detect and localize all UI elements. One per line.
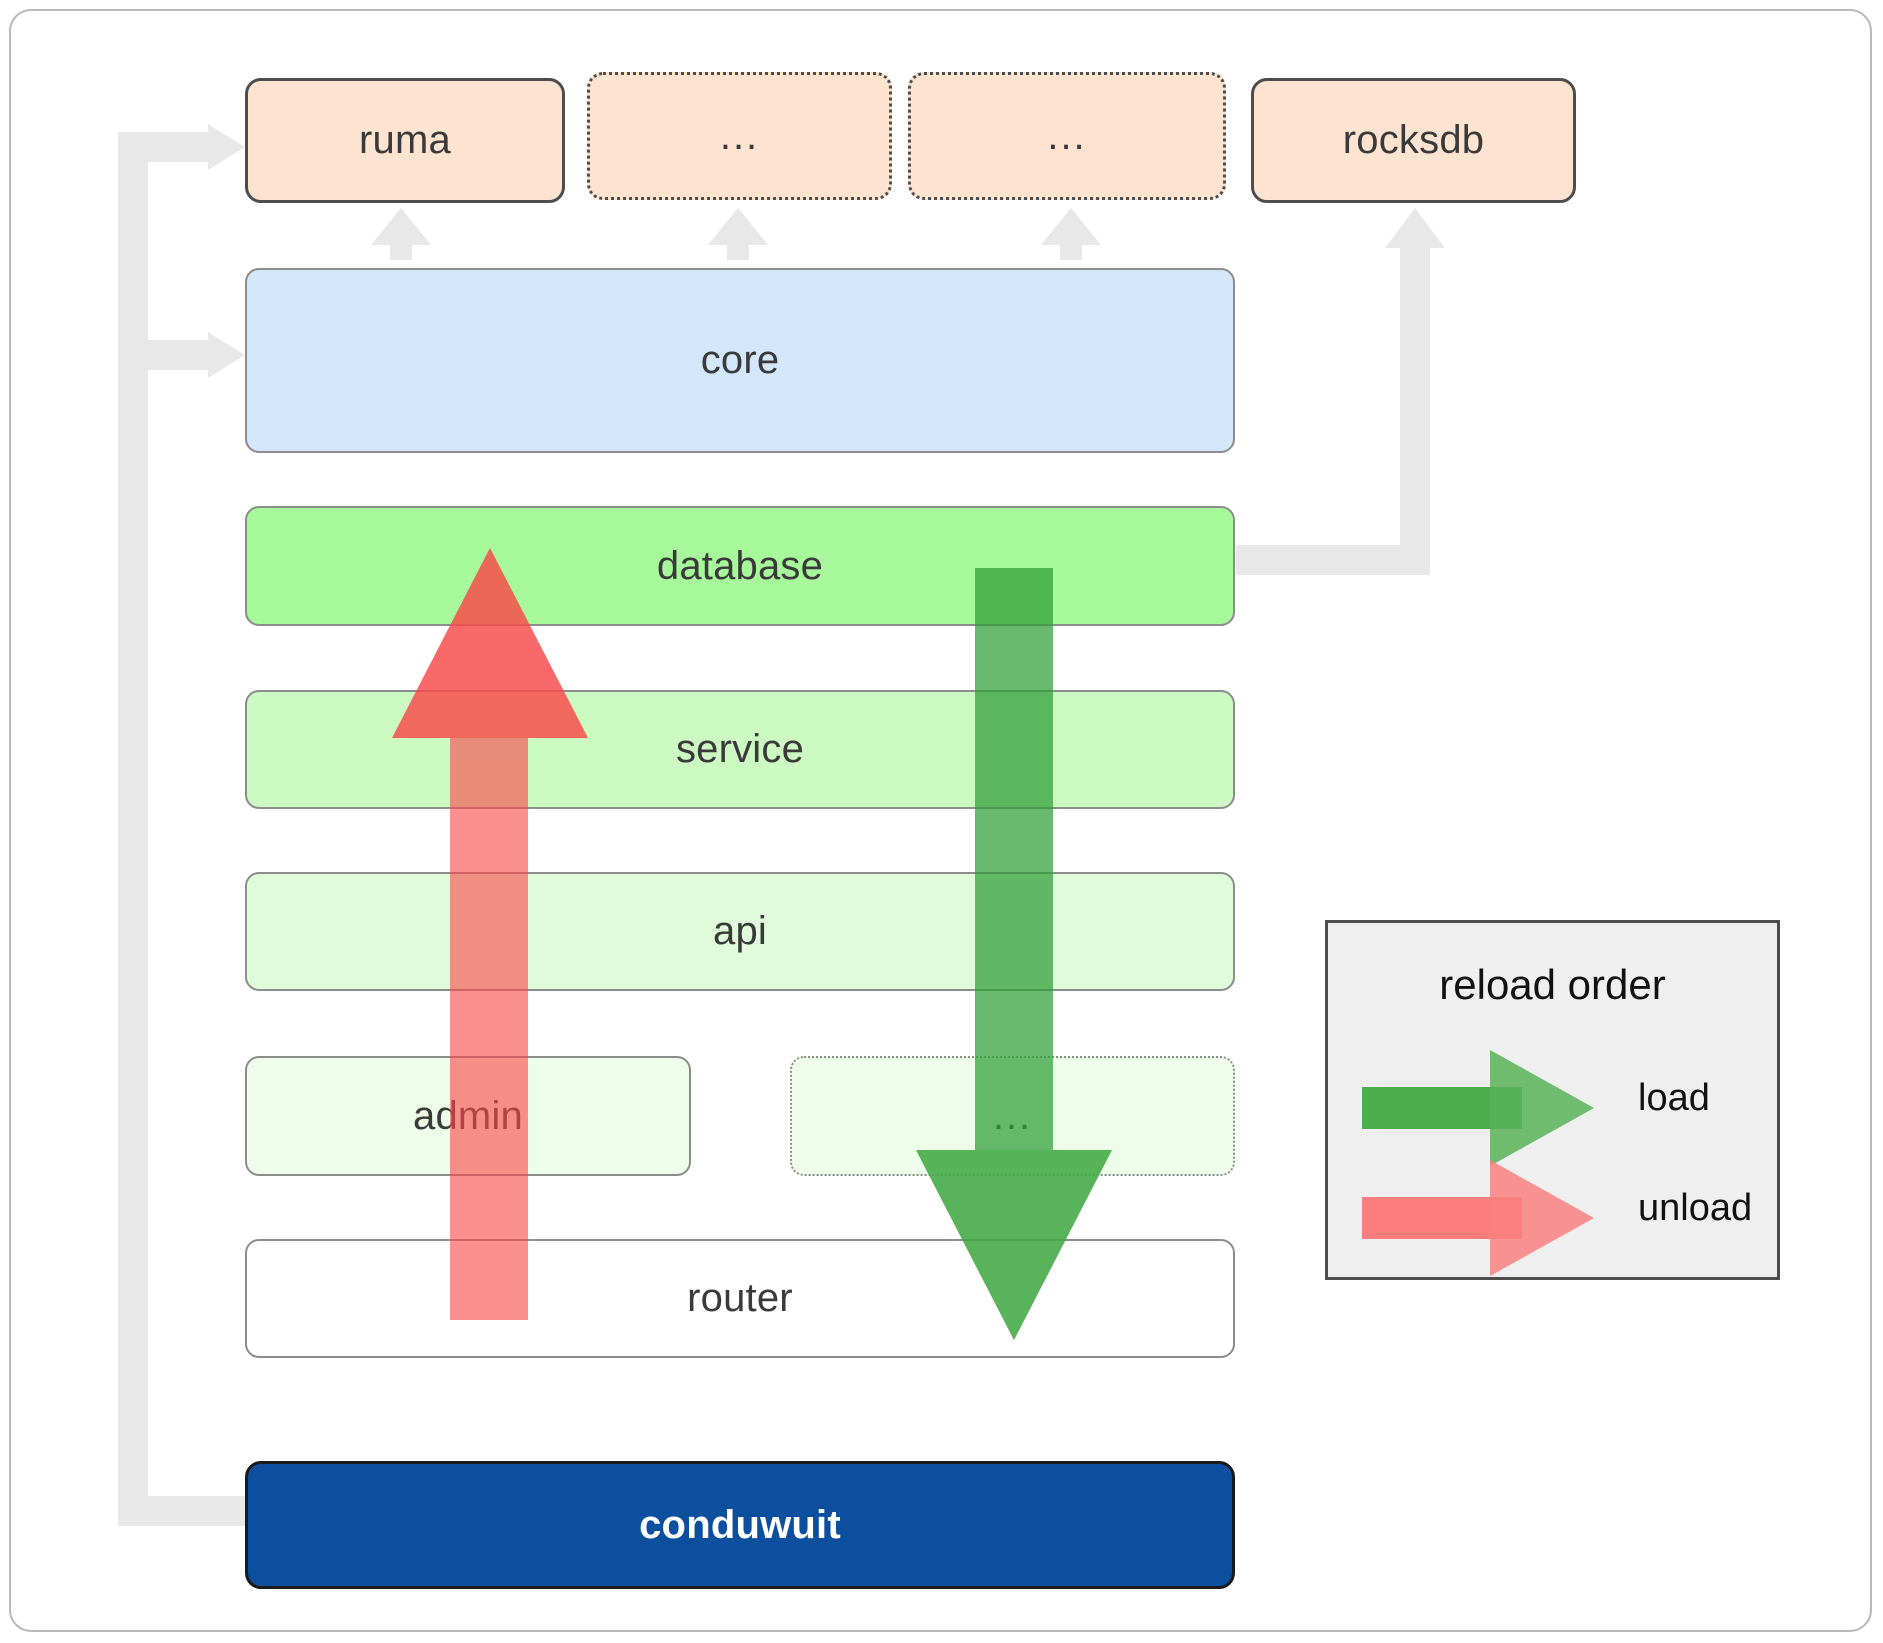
dependency-box-ruma[interactable]: ruma xyxy=(245,78,565,203)
load-arrow-icon xyxy=(1362,1050,1594,1166)
legend-row-load: load xyxy=(1328,1050,1777,1166)
layer-box-ellipsis[interactable]: ... xyxy=(790,1056,1235,1176)
layer-label: ... xyxy=(992,1094,1033,1138)
root-box-conduwuit[interactable]: conduwuit xyxy=(245,1461,1235,1589)
legend-title: reload order xyxy=(1439,961,1666,1008)
legend-row-unload: unload xyxy=(1328,1160,1777,1276)
layer-label: core xyxy=(700,338,780,382)
layer-label: api xyxy=(713,909,767,953)
layer-label: router xyxy=(687,1276,793,1320)
dependency-label: ... xyxy=(1047,114,1087,158)
layer-box-database[interactable]: database xyxy=(245,506,1235,626)
layer-box-admin[interactable]: admin xyxy=(245,1056,691,1176)
layer-box-core[interactable]: core xyxy=(245,268,1235,453)
dependency-box-ellipsis-2[interactable]: ... xyxy=(908,72,1226,200)
dependency-box-ellipsis-1[interactable]: ... xyxy=(587,72,892,200)
dependency-label: rocksdb xyxy=(1342,118,1485,162)
legend-label: unload xyxy=(1638,1187,1753,1229)
dependency-label: ruma xyxy=(359,118,451,162)
root-label: conduwuit xyxy=(639,1502,841,1547)
dependency-box-rocksdb[interactable]: rocksdb xyxy=(1251,78,1576,203)
legend-panel: reload order load unload xyxy=(1325,920,1780,1280)
legend-label: load xyxy=(1638,1077,1710,1119)
unload-arrow-icon xyxy=(1362,1160,1594,1276)
layer-box-api[interactable]: api xyxy=(245,872,1235,991)
layer-label: database xyxy=(656,543,824,588)
layer-box-router[interactable]: router xyxy=(245,1239,1235,1358)
layer-label: admin xyxy=(413,1093,523,1138)
dependency-label: ... xyxy=(719,114,760,158)
layer-box-service[interactable]: service xyxy=(245,690,1235,809)
layer-label: service xyxy=(675,727,805,771)
